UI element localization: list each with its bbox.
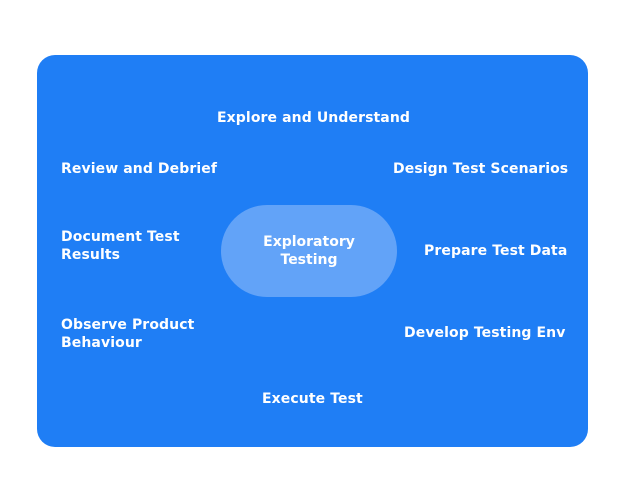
step-review-and-debrief: Review and Debrief xyxy=(61,161,218,177)
step-explore-and-understand: Explore and Understand xyxy=(217,110,411,126)
step-prepare-test-data: Prepare Test Data xyxy=(424,243,568,259)
step-observe-product-behaviour: Observe Product Behaviour xyxy=(61,317,195,351)
center-node-label: Exploratory Testing xyxy=(263,234,355,268)
center-node: Exploratory Testing xyxy=(221,205,397,297)
step-develop-testing-env: Develop Testing Env xyxy=(404,325,566,341)
step-document-test-results: Document Test Results xyxy=(61,229,180,263)
step-execute-test: Execute Test xyxy=(262,391,363,407)
step-design-test-scenarios: Design Test Scenarios xyxy=(393,161,569,177)
